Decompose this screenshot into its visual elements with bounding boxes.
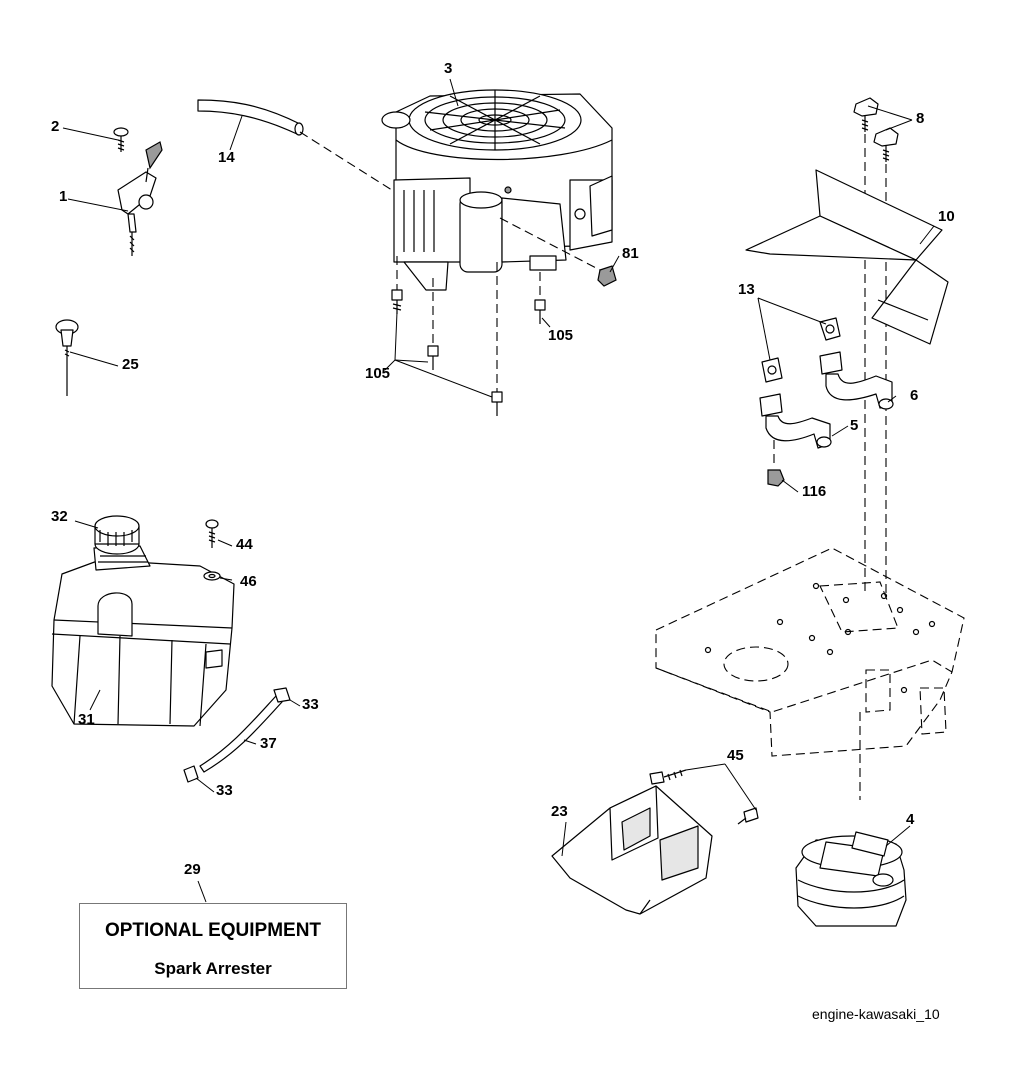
chassis-frame-part — [655, 547, 965, 800]
part-label-1: 1 — [59, 188, 68, 205]
engine-bolts-part — [391, 256, 546, 416]
exhaust-nut-part — [767, 440, 785, 487]
part-label-14: 14 — [218, 149, 235, 166]
tank-screw-washer-part — [203, 519, 221, 581]
part-label-105-left: 105 — [365, 365, 391, 382]
part-label-32: 32 — [51, 508, 68, 525]
part-label-8: 8 — [916, 110, 925, 127]
engine-part — [381, 89, 613, 291]
part-label-45: 45 — [727, 747, 744, 764]
guard-screws-part — [649, 769, 759, 825]
part-label-2: 2 — [51, 118, 60, 135]
exhaust-pipe-6-part — [819, 351, 894, 410]
part-label-13: 13 — [738, 281, 755, 298]
part-label-23: 23 — [551, 803, 568, 820]
part-label-5: 5 — [850, 417, 859, 434]
exhaust-pipe-5-part — [759, 393, 832, 449]
part-label-81: 81 — [622, 245, 639, 262]
fuel-line-part — [183, 687, 291, 783]
throttle-control-part — [117, 141, 163, 256]
part-label-6: 6 — [910, 387, 919, 404]
part-label-116: 116 — [802, 483, 827, 500]
part-label-29: 29 — [184, 861, 201, 878]
part-label-31: 31 — [78, 711, 95, 728]
fuel-cap-part — [94, 515, 140, 555]
choke-cable-part — [55, 319, 79, 396]
engine-nut-part — [499, 217, 617, 287]
muffler-part — [795, 831, 907, 927]
heat-shield-screws-part — [853, 97, 899, 596]
part-label-105-right: 105 — [548, 327, 574, 344]
fuel-hose-part — [197, 99, 396, 193]
part-label-44: 44 — [236, 536, 253, 553]
diagram-caption: engine-kawasaki_10 — [812, 1006, 940, 1022]
part-label-46: 46 — [240, 573, 257, 590]
part-label-33-upper: 33 — [302, 696, 319, 713]
part-label-25: 25 — [122, 356, 139, 373]
part-label-3: 3 — [444, 60, 453, 77]
optional-equipment-title: OPTIONAL EQUIPMENT — [104, 920, 322, 941]
part-label-10: 10 — [938, 208, 955, 225]
optional-equipment-subtitle: Spark Arrester — [154, 959, 272, 978]
part-label-33-lower: 33 — [216, 782, 233, 799]
exhaust-guard-part — [551, 785, 713, 915]
part-label-37: 37 — [260, 735, 277, 752]
heat-shield-part — [745, 169, 949, 345]
part-label-4: 4 — [906, 811, 915, 828]
throttle-screw-part — [113, 127, 129, 152]
leader-lines — [62, 78, 935, 903]
optional-equipment-box: OPTIONAL EQUIPMENT Spark Arrester — [79, 903, 347, 989]
fuel-tank-part — [51, 545, 235, 727]
